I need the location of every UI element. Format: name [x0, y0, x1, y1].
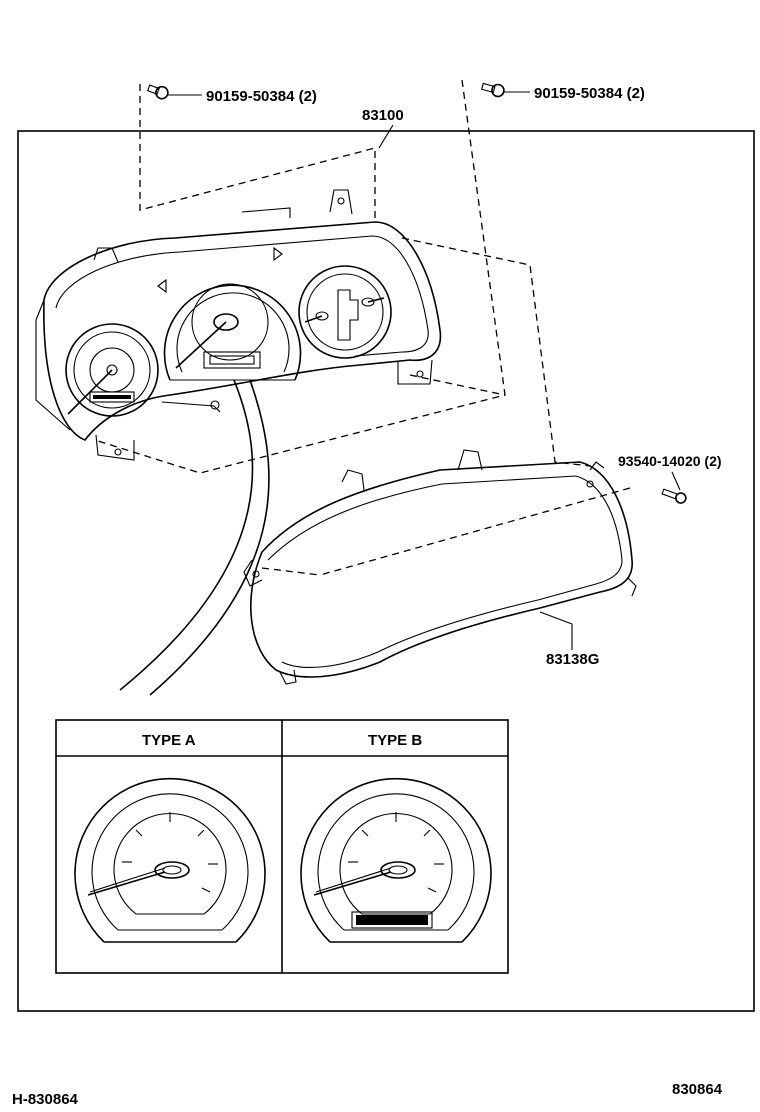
type-b-header: TYPE B: [368, 732, 422, 749]
bolt-right-callout: 90159-50384 (2): [481, 82, 645, 102]
screw-icon: [661, 488, 687, 504]
type-table: TYPE A TYPE B: [55, 719, 509, 974]
speedometer-gauge: [163, 283, 302, 381]
bolt-icon: [481, 82, 505, 98]
label-assembly: 83100: [362, 107, 404, 124]
tachometer-gauge: [65, 323, 159, 417]
meter-cable: [119, 379, 254, 691]
label-cover: 83138G: [546, 651, 599, 668]
type-a-gauge: [74, 777, 266, 943]
screw-callout: 93540-14020 (2): [618, 453, 722, 504]
label-screw: 93540-14020 (2): [618, 453, 722, 469]
type-b-gauge: [300, 777, 492, 943]
fuel-temp-gauge: [298, 265, 392, 359]
footer-ref-right: 830864: [672, 1081, 723, 1098]
footer-ref-left: H-830864: [12, 1091, 79, 1108]
combination-meter: [35, 189, 442, 461]
odometer-display: [351, 911, 433, 929]
bolt-icon: [146, 84, 169, 100]
main-frame: [17, 130, 755, 1012]
label-bolt-right: 90159-50384 (2): [534, 85, 645, 102]
label-bolt-left: 90159-50384 (2): [206, 88, 317, 105]
bolt-left-callout: 90159-50384 (2): [146, 84, 317, 105]
meter-cover: [243, 449, 637, 685]
assembly-dashed-lines: [94, 79, 631, 576]
type-a-header: TYPE A: [142, 732, 196, 749]
